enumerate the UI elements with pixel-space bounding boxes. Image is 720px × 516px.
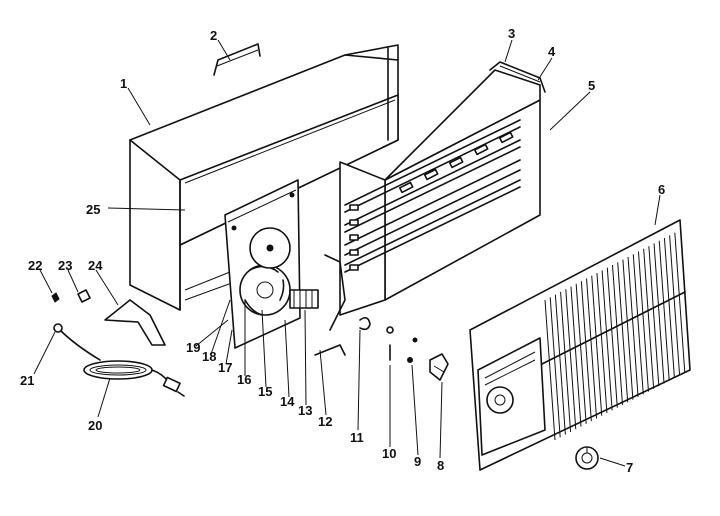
callout-23: 23 — [58, 258, 72, 273]
small-hardware — [386, 326, 449, 381]
grille-louvre — [560, 291, 572, 432]
callout-10: 10 — [382, 446, 396, 461]
grille-louvre — [606, 267, 618, 408]
control-knob — [575, 446, 599, 470]
fan-and-motor — [239, 227, 371, 356]
grille-louvre — [601, 270, 613, 411]
grille-louvre — [575, 283, 587, 424]
grille-louvre — [565, 289, 577, 430]
grille-louvre — [544, 299, 556, 441]
callout-14: 14 — [280, 394, 295, 409]
base-foot — [104, 299, 166, 346]
grille-louvre — [617, 262, 629, 403]
grille-louvre — [586, 278, 598, 419]
callout-24: 24 — [88, 258, 103, 273]
screws — [51, 289, 91, 303]
grille-louvre — [554, 294, 566, 435]
grille-louvre — [637, 251, 649, 392]
callout-22: 22 — [28, 258, 42, 273]
handle-bracket — [213, 43, 261, 76]
top-bracket — [489, 61, 546, 93]
callout-19: 19 — [186, 340, 200, 355]
grille-louvre — [648, 246, 660, 387]
grille-louvre — [663, 238, 675, 379]
grille-louvre — [549, 297, 561, 438]
callout-1: 1 — [120, 76, 127, 91]
callout-21: 21 — [20, 373, 34, 388]
power-cord — [53, 323, 185, 397]
grille-louvre — [669, 235, 681, 376]
callout-13: 13 — [298, 403, 312, 418]
heating-element-assembly — [339, 69, 541, 316]
callout-16: 16 — [237, 372, 251, 387]
grille-louvre — [591, 275, 603, 416]
callout-25: 25 — [86, 202, 100, 217]
callout-8: 8 — [437, 458, 444, 473]
grille-louvre — [627, 256, 639, 397]
grille-louvre — [643, 248, 655, 389]
callout-6: 6 — [658, 182, 665, 197]
grille-louvre — [580, 281, 592, 422]
leader-lines — [33, 39, 661, 467]
callout-7: 7 — [626, 460, 633, 475]
callout-17: 17 — [218, 360, 232, 375]
grille-divider — [539, 291, 686, 366]
grille-louvre — [596, 273, 608, 414]
callout-18: 18 — [202, 349, 216, 364]
callout-11: 11 — [350, 430, 364, 445]
grille-louvre — [658, 240, 670, 381]
callout-4: 4 — [548, 44, 556, 59]
grille-louvre — [632, 254, 644, 395]
callout-5: 5 — [588, 78, 595, 93]
front-grille — [469, 219, 691, 471]
callout-9: 9 — [414, 454, 421, 469]
callout-12: 12 — [318, 414, 332, 429]
callout-2: 2 — [210, 28, 217, 43]
grille-louvre — [612, 264, 623, 406]
callout-3: 3 — [508, 26, 515, 41]
callout-labels: 1 2 3 4 5 6 7 8 9 10 11 12 13 14 15 16 1… — [20, 26, 665, 475]
grille-louvre — [653, 243, 665, 384]
grille-louvre — [674, 232, 686, 373]
grille-louvre — [622, 259, 634, 400]
grille-louvre — [570, 286, 582, 427]
callout-15: 15 — [258, 384, 272, 399]
callout-20: 20 — [88, 418, 102, 433]
